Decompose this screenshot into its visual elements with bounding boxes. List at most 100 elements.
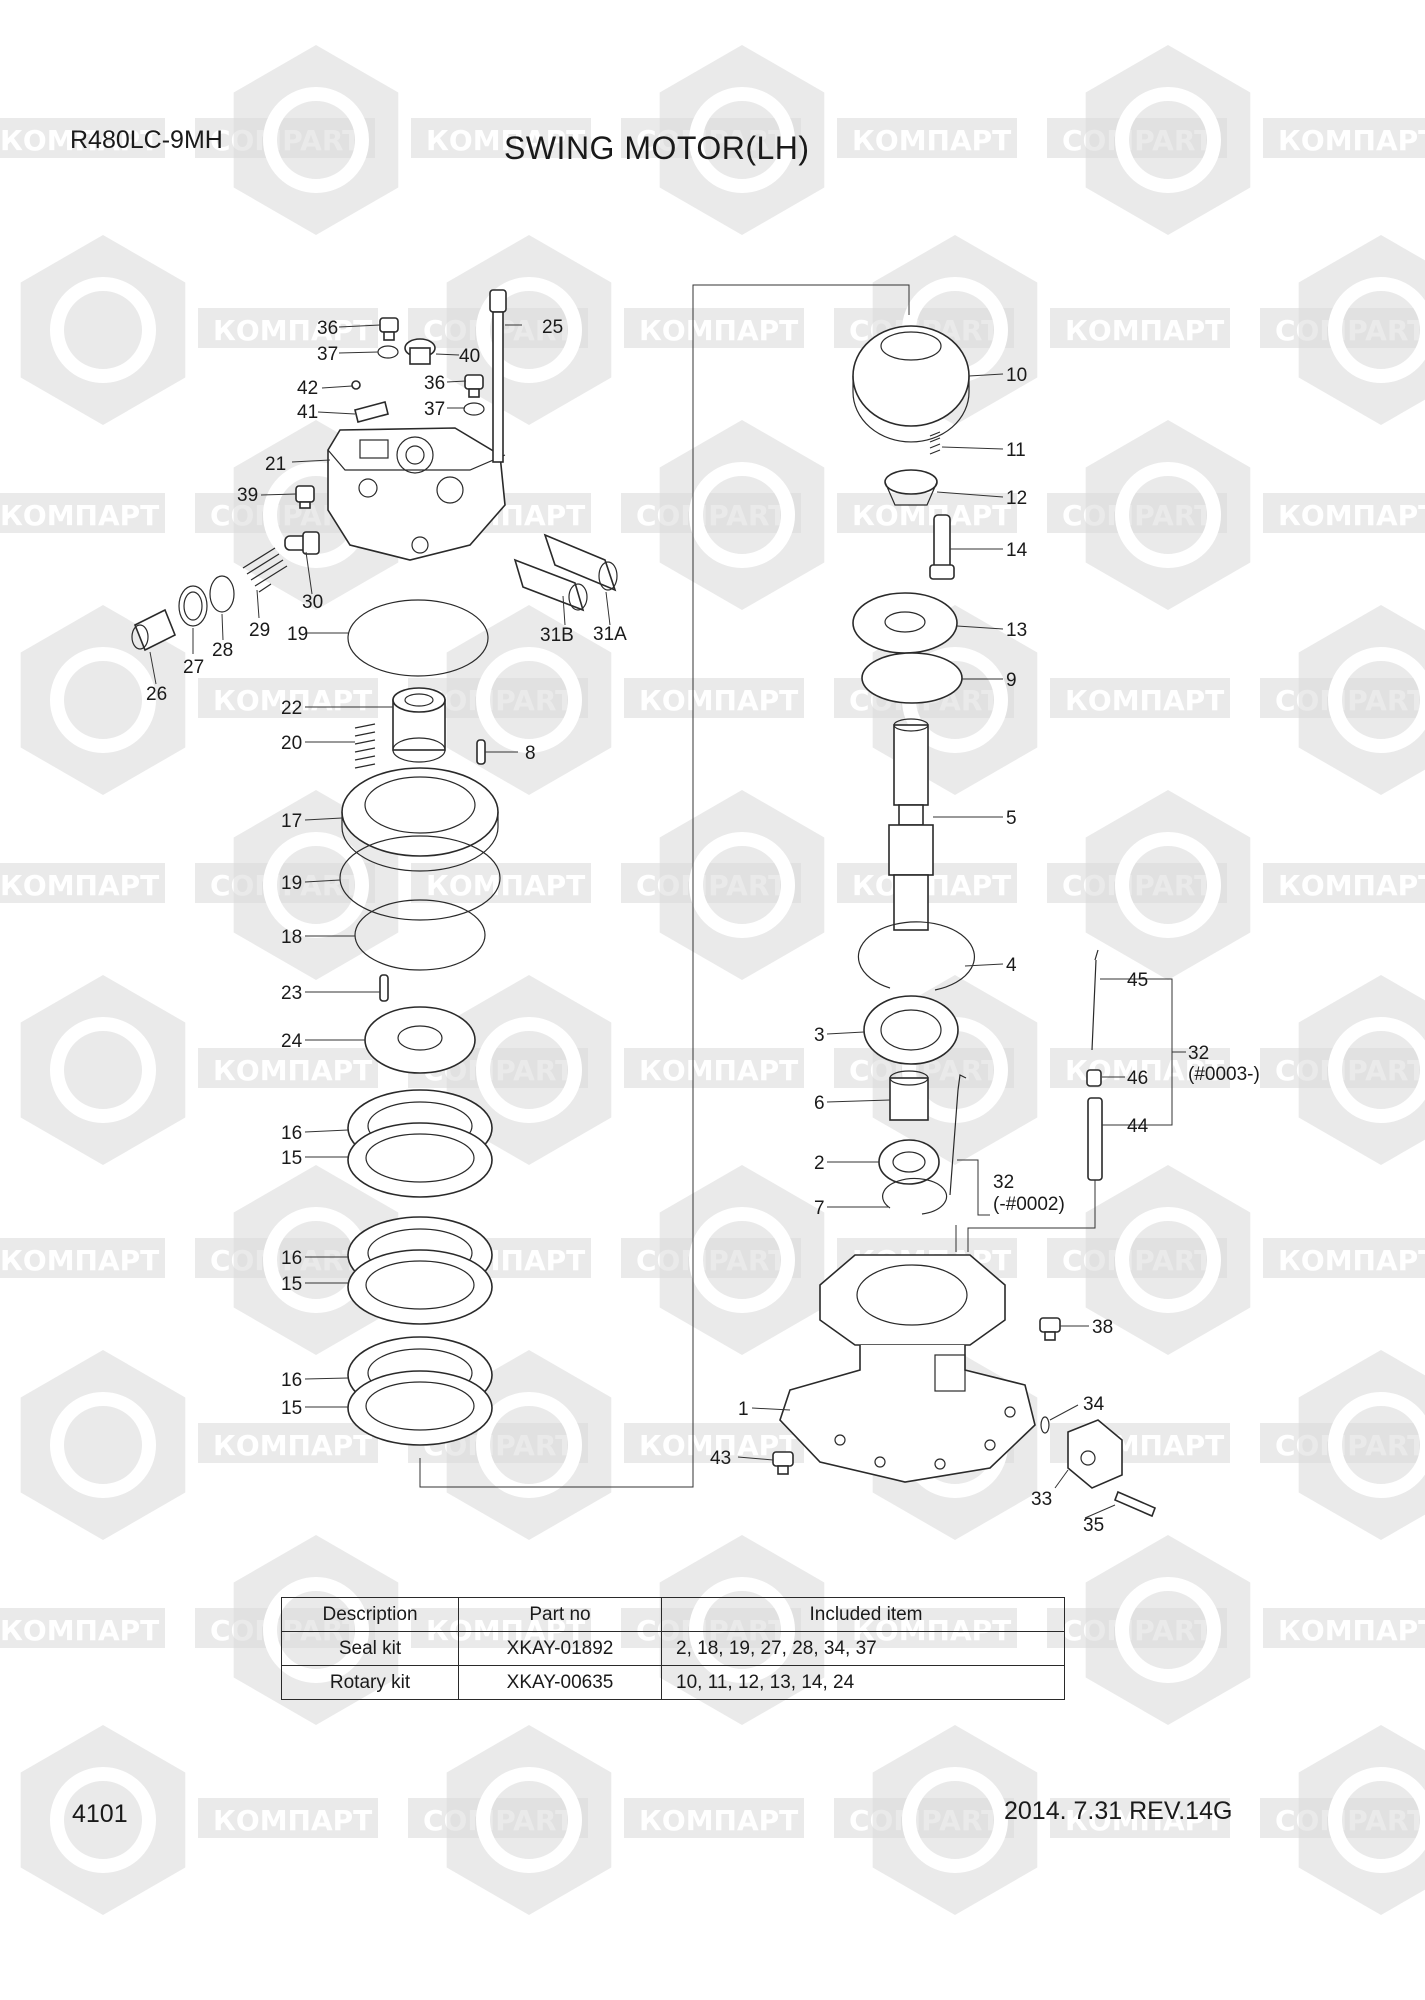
part-30-plunger	[284, 531, 320, 555]
part-25-bolt	[489, 289, 507, 463]
part-40-plug	[404, 338, 436, 365]
callout-20: 20	[281, 733, 302, 754]
part-35-bolt	[1113, 1490, 1157, 1518]
callout-5: 5	[1006, 808, 1017, 829]
callout-36-mid: 36	[424, 373, 445, 394]
callout-28: 28	[212, 640, 233, 661]
callout-21: 21	[265, 454, 286, 475]
part-17-cylinder-block	[341, 767, 499, 872]
callout-24: 24	[281, 1031, 303, 1052]
kit-description: Seal kit	[281, 1631, 459, 1666]
part-31a-valve	[543, 533, 618, 592]
kit-description: Rotary kit	[281, 1665, 459, 1700]
callout-41: 41	[297, 402, 318, 423]
callout-43: 43	[710, 1448, 731, 1469]
column-header-description: Description	[281, 1597, 459, 1632]
callout-22: 22	[281, 698, 302, 719]
part-15c-separator-plate	[347, 1370, 493, 1446]
part-43-plug	[772, 1451, 794, 1475]
callout-4: 4	[1006, 955, 1017, 976]
part-14-piston	[929, 514, 955, 580]
part-22-bearing	[392, 687, 446, 763]
part-11-spring	[929, 431, 941, 455]
part-8-pin	[476, 739, 486, 765]
part-13-shoe-plate	[852, 592, 958, 654]
callout-6: 6	[814, 1093, 825, 1114]
table-row: Rotary kit XKAY-00635 10, 11, 12, 13, 14…	[281, 1665, 1065, 1700]
callout-16-c: 16	[281, 1370, 302, 1391]
callout-31b: 31B	[540, 625, 574, 646]
part-44-pipe	[1087, 1097, 1103, 1181]
callout-32-lower: 32	[993, 1172, 1014, 1193]
table-header-row: Description Part no Included item	[281, 1597, 1065, 1632]
callout-27: 27	[183, 657, 204, 678]
callout-34: 34	[1083, 1394, 1105, 1415]
callout-32-upper-note: (#0003-)	[1188, 1064, 1260, 1085]
part-32b-level-gauge	[949, 1074, 967, 1196]
kit-included-items: 2, 18, 19, 27, 28, 34, 37	[661, 1631, 1065, 1666]
part-26-plug	[131, 608, 177, 652]
callout-39: 39	[237, 485, 258, 506]
page-number: 4101	[72, 1800, 128, 1828]
callout-16-b: 16	[281, 1248, 302, 1269]
part-28-oring	[209, 575, 235, 613]
part-12-retainer	[884, 469, 938, 506]
part-27-oring	[178, 585, 208, 627]
callout-31a: 31A	[593, 624, 627, 645]
callout-37-top: 37	[317, 344, 338, 365]
part-24-valve-plate	[364, 1006, 476, 1074]
part-31b-valve	[513, 558, 588, 612]
callout-36-top: 36	[317, 318, 338, 339]
part-39-plug	[295, 485, 315, 509]
part-2-oil-seal	[878, 1139, 940, 1185]
callout-23: 23	[281, 983, 302, 1004]
callout-37-mid: 37	[424, 399, 445, 420]
callout-17: 17	[281, 811, 302, 832]
callout-19-upper: 19	[287, 624, 308, 645]
kit-part-no: XKAY-01892	[458, 1631, 662, 1666]
callout-16-a: 16	[281, 1123, 302, 1144]
callout-38: 38	[1092, 1317, 1113, 1338]
part-9-swash-plate	[861, 652, 963, 704]
repair-kit-table: Description Part no Included item Seal k…	[281, 1597, 1065, 1700]
table-row: Seal kit XKAY-01892 2, 18, 19, 27, 28, 3…	[281, 1631, 1065, 1666]
part-34-oring	[1040, 1416, 1050, 1434]
part-7-snap-ring	[882, 1177, 948, 1215]
callout-44: 44	[1127, 1116, 1149, 1137]
callout-46: 46	[1127, 1068, 1148, 1089]
callout-3: 3	[814, 1025, 825, 1046]
part-15a-separator-plate	[347, 1122, 493, 1198]
part-21-valve-cover	[327, 427, 506, 561]
callout-35: 35	[1083, 1515, 1104, 1536]
callout-45: 45	[1127, 970, 1148, 991]
callout-30: 30	[302, 592, 323, 613]
callout-8: 8	[525, 743, 536, 764]
kit-part-no: XKAY-00635	[458, 1665, 662, 1700]
part-15b-separator-plate	[347, 1249, 493, 1325]
part-33-valve-block	[1067, 1419, 1123, 1489]
revision-date: 2014. 7.31 REV.14G	[1004, 1797, 1233, 1825]
part-18-oring	[354, 899, 486, 971]
callout-labels: 36 37 42 41 21 39 25 40 36 37 30 29 28 2…	[146, 317, 1260, 1536]
part-23-pin	[379, 974, 389, 1002]
part-10-rotor	[852, 325, 970, 443]
part-42-screw	[351, 380, 361, 390]
callout-19-lower: 19	[281, 873, 302, 894]
part-36a-plug	[379, 317, 399, 341]
callout-1: 1	[738, 1399, 749, 1420]
callout-7: 7	[814, 1198, 825, 1219]
kit-included-items: 10, 11, 12, 13, 14, 24	[661, 1665, 1065, 1700]
part-29-spring	[242, 547, 288, 593]
part-38-plug	[1039, 1317, 1061, 1341]
callout-25: 25	[542, 317, 563, 338]
part-46-cap	[1086, 1069, 1102, 1087]
column-connector-line	[419, 284, 910, 1488]
callout-29: 29	[249, 620, 270, 641]
leader-lines	[149, 324, 1186, 1519]
part-1-housing	[779, 1254, 1036, 1483]
part-19b-oring	[339, 835, 501, 921]
machine-model: R480LC-9MH	[70, 126, 223, 154]
callout-42: 42	[297, 378, 318, 399]
